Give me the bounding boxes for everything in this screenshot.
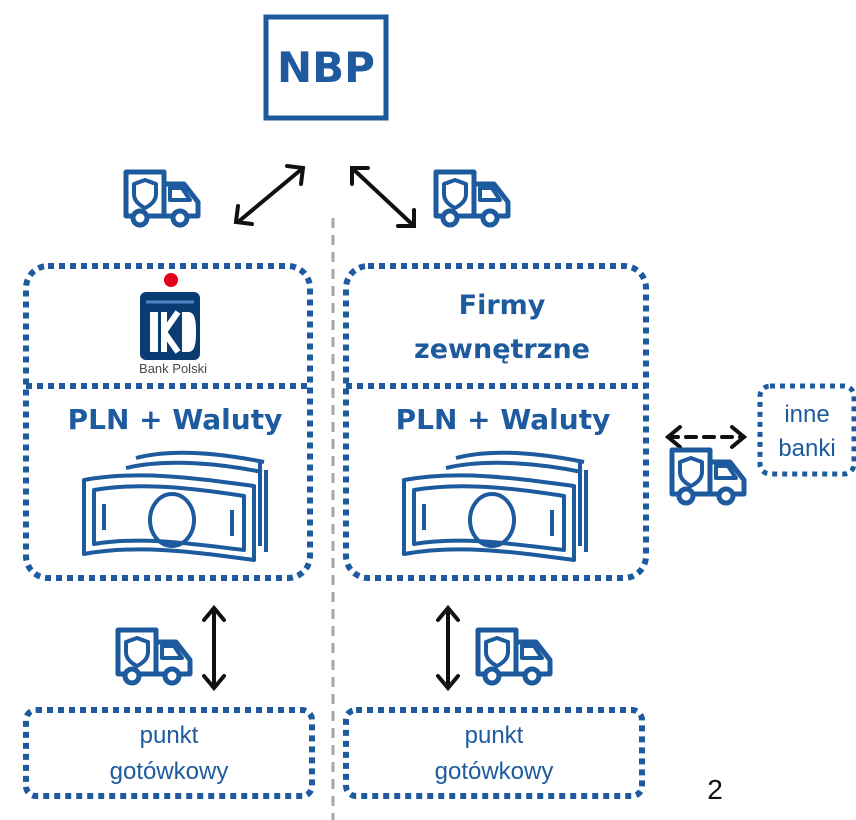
left-cash-point-label-line: punkt — [139, 722, 199, 749]
right-cash-point-label-line: gotówkowy — [434, 758, 554, 785]
right-cash-point-box — [343, 707, 645, 799]
banknote-stack-icon — [82, 450, 268, 562]
right-cash-point-label-line: punkt — [464, 722, 524, 749]
right-cash-point-label: punkt gotówkowy — [346, 718, 642, 790]
armored-truck-icon — [672, 450, 744, 503]
external-firms-title-line: zewnętrzne — [414, 334, 590, 365]
bank-currency-label: PLN + Waluty — [67, 403, 283, 436]
bank-logo-icon — [140, 273, 200, 360]
other-banks-label-line: inne — [784, 401, 830, 428]
bank-logo-text: Bank Polski — [139, 361, 207, 376]
nbp-left-arrow — [233, 164, 306, 226]
external-firms-box — [343, 263, 649, 581]
left-cash-point-label-line: gotówkowy — [109, 758, 229, 785]
other-banks-label-line: banki — [778, 435, 836, 462]
right-outlet-arrow — [436, 604, 460, 692]
external-firms-title-line: Firmy — [458, 290, 546, 321]
banknote-stack-icon — [402, 450, 588, 562]
nbp-right-arrow — [350, 166, 416, 228]
armored-truck-icon — [126, 172, 198, 225]
armored-truck-icon — [436, 172, 508, 225]
nbp-label: NBP — [277, 43, 375, 92]
left-cash-point-label: punkt gotówkowy — [26, 718, 312, 790]
page-number: 2 — [707, 774, 723, 805]
armored-truck-icon — [118, 630, 190, 683]
external-firms-currency-label: PLN + Waluty — [395, 403, 611, 436]
other-banks-box — [757, 383, 856, 477]
left-outlet-arrow — [202, 604, 226, 692]
left-cash-point-box — [23, 707, 315, 799]
bank-box — [23, 263, 313, 581]
armored-truck-icon — [478, 630, 550, 683]
other-banks-label: inne banki — [758, 398, 856, 466]
nbp-box — [263, 14, 389, 121]
other-banks-arrow — [664, 425, 748, 449]
external-firms-title: Firmy zewnętrzne — [358, 284, 646, 372]
